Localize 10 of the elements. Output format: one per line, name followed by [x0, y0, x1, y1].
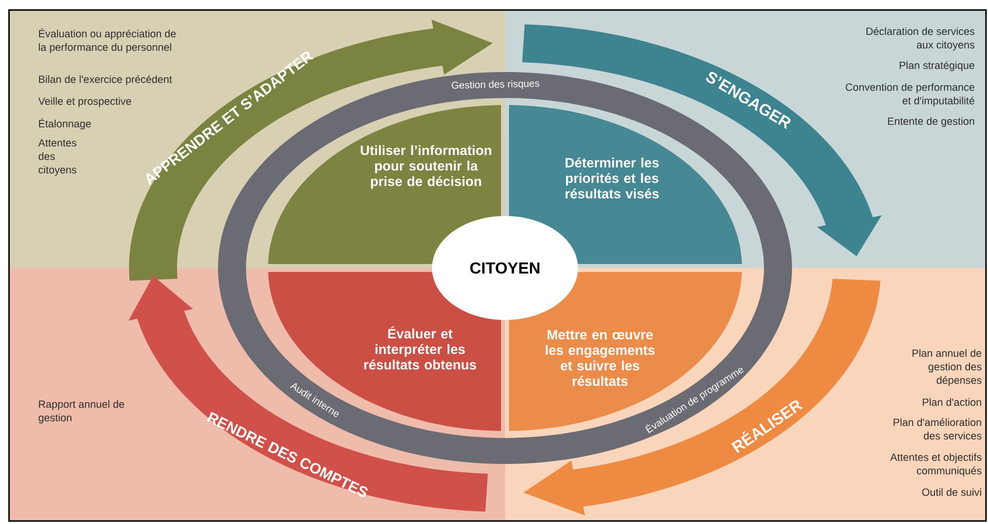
- list-item: Veille et prospective: [38, 97, 132, 107]
- list-item: Plan annuel de gestion des dépenses: [912, 349, 982, 386]
- list-item: Outil de suivi: [922, 488, 982, 496]
- list-item: Attentes des citoyens: [38, 139, 76, 176]
- pie-segment: Déterminer les priorités et les résultats visés: [509, 105, 742, 264]
- list-item: Plan d'action: [922, 398, 982, 406]
- list-item: Plan stratégique: [900, 61, 974, 72]
- list-item: Étalonnage: [39, 118, 91, 130]
- list-item: Attentes et objectifs communiqués: [890, 453, 982, 476]
- list-item: Plan d'amélioration des services: [894, 418, 982, 440]
